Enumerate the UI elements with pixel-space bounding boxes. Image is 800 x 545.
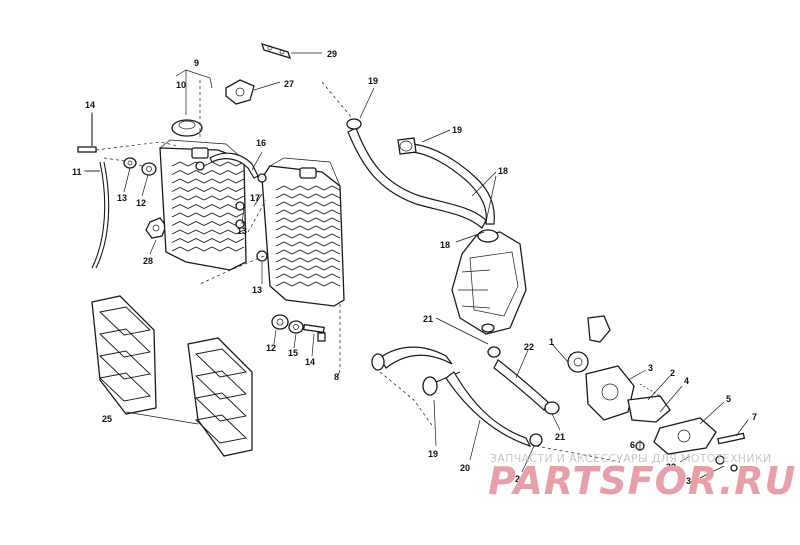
right-radiator-fin: [275, 217, 341, 223]
part-10-radiator-cap: [171, 69, 213, 140]
part-22-hose: [487, 346, 560, 415]
watermark-caption: ЗАПЧАСТИ И АКСЕССУАРЫ ДЛЯ МОТОТЕХНИКИ: [490, 452, 772, 465]
right-radiator-fin: [275, 201, 341, 207]
lbl-19c: 19: [428, 449, 438, 459]
lbl-16: 16: [256, 138, 266, 148]
lbl-14a: 14: [85, 100, 95, 110]
part-25-grille-left: [91, 295, 157, 415]
right-radiator-fin: [275, 281, 341, 287]
grille-right-slat: [195, 370, 247, 400]
lbl-34: 34: [686, 476, 696, 486]
left-radiator-fin: [171, 186, 245, 193]
lbl-6: 6: [630, 440, 635, 450]
part-25-grille-right: [187, 337, 253, 457]
lbl-9: 9: [194, 58, 199, 68]
lbl-19a: 19: [368, 76, 378, 86]
part-28-nut: [145, 217, 167, 239]
lbl-12b: 12: [266, 343, 276, 353]
lbl-11: 11: [72, 167, 82, 177]
lbl-1: 1: [549, 337, 554, 347]
right-radiator-fin: [275, 233, 341, 239]
right-radiator-fin: [275, 273, 341, 279]
right-radiator-fin: [275, 257, 341, 263]
lbl-19b: 19: [452, 125, 462, 135]
grille-left-slat: [99, 328, 151, 358]
washers-left: [123, 157, 157, 176]
left-radiator-fin: [171, 169, 245, 176]
lbl-14b: 14: [305, 357, 315, 367]
lbl-28: 28: [143, 256, 153, 266]
dash-lines-lower: [379, 371, 621, 463]
callout-labels: 29 9 27 19 10 14 19 16 11 18 13 12 17 13…: [72, 49, 757, 486]
left-radiator-fin: [171, 178, 245, 184]
part-11-overflow-tube: [86, 161, 110, 269]
left-radiator: [159, 139, 247, 271]
grille-left-slat: [99, 350, 151, 380]
fasteners-bottom: [271, 314, 326, 342]
left-radiator-fin: [171, 212, 245, 218]
lbl-21b: 21: [555, 432, 565, 442]
right-radiator-fin: [275, 249, 341, 255]
lbl-13a: 13: [117, 193, 127, 203]
right-radiator: [256, 157, 345, 307]
right-radiator-fin: [275, 265, 341, 271]
lbl-10: 10: [176, 80, 186, 90]
right-radiator-fin: [275, 241, 341, 247]
part-14-bolt-left: [77, 114, 97, 153]
lbl-27: 27: [284, 79, 294, 89]
leader-25: [125, 411, 199, 425]
upper-hose-19-right: [397, 137, 495, 225]
lbl-33: 33: [666, 462, 676, 472]
lbl-18b: 18: [440, 240, 450, 250]
lbl-29: 29: [327, 49, 337, 59]
upper-hose-19-left: [321, 81, 487, 229]
grille-right-slat: [195, 392, 247, 422]
lbl-18a: 18: [498, 166, 508, 176]
lbl-25: 25: [102, 414, 112, 424]
grille-right-slat: [195, 348, 247, 378]
left-radiator-fin: [171, 229, 245, 235]
lbl-17: 17: [250, 193, 260, 203]
left-radiator-fin: [171, 237, 245, 244]
lbl-12a: 12: [136, 198, 146, 208]
dash-lines-right-radiator: [199, 199, 341, 368]
lbl-7: 7: [752, 412, 757, 422]
left-radiator-fin: [171, 203, 245, 210]
lower-hose-19: [371, 346, 461, 396]
grille-left-slat: [99, 372, 151, 402]
engine-cylinder: [451, 229, 527, 335]
left-radiator-fin: [171, 161, 245, 167]
leader-lines: [84, 87, 749, 479]
left-radiator-fin: [171, 195, 245, 201]
lbl-3: 3: [648, 363, 653, 373]
watermark-brand: PARTSFOR.RU: [488, 459, 796, 503]
lbl-13c: 13: [252, 285, 262, 295]
grille-right-slat: [195, 414, 247, 444]
right-radiator-fin: [275, 185, 341, 191]
right-radiator-fin: [275, 193, 341, 199]
lbl-4: 4: [684, 376, 689, 386]
right-radiator-fin: [275, 225, 341, 231]
part-29-clip: [260, 43, 322, 59]
part-16-small-hose: [209, 152, 259, 179]
lbl-2: 2: [670, 368, 675, 378]
lbl-21a: 21: [423, 314, 433, 324]
lbl-5: 5: [726, 394, 731, 404]
left-radiator-fin: [171, 220, 245, 227]
lbl-8: 8: [334, 372, 339, 382]
right-radiator-fin: [275, 209, 341, 215]
part-27-grommet: [225, 79, 281, 105]
lbl-20: 20: [460, 463, 470, 473]
grille-left-slat: [99, 306, 151, 336]
part-20-lower-hose: [445, 371, 543, 448]
lbl-15: 15: [288, 348, 298, 358]
left-radiator-fin: [171, 246, 245, 252]
lbl-22: 22: [524, 342, 534, 352]
watermark: ЗАПЧАСТИ И АКСЕССУАРЫ ДЛЯ МОТОТЕХНИКИ PA…: [488, 452, 796, 503]
lbl-13b: 13: [237, 226, 247, 236]
water-pump-assembly: [567, 315, 746, 472]
lbl-21c: 21: [515, 474, 525, 484]
